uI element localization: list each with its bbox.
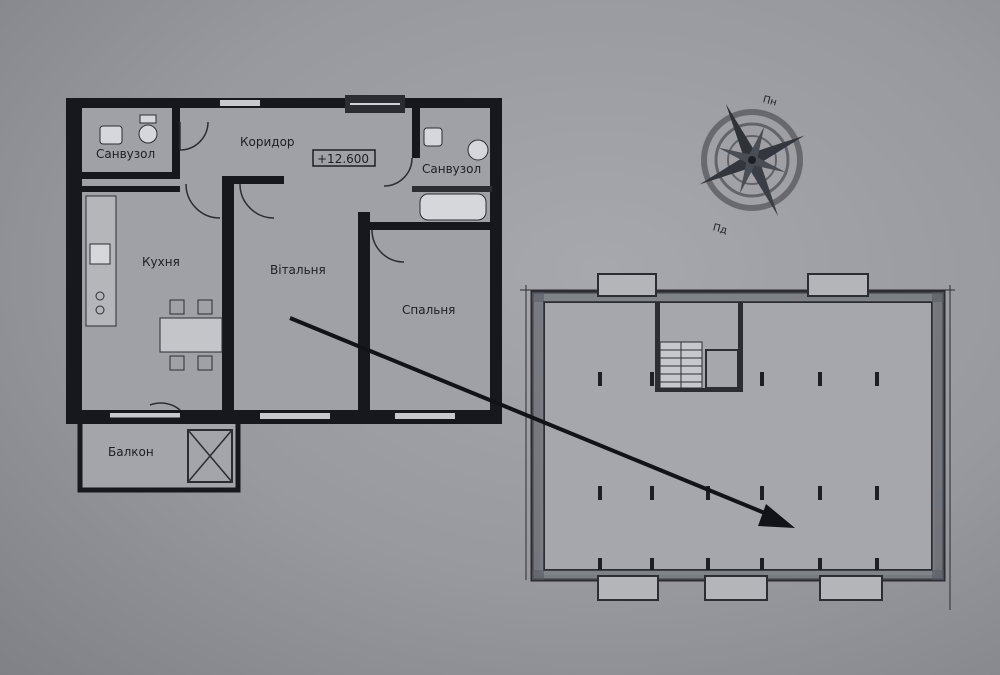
column-row-wall bbox=[598, 558, 879, 570]
bay-top-left bbox=[597, 273, 657, 297]
kitchen-sink bbox=[89, 243, 111, 265]
outer-wall-right bbox=[490, 98, 502, 420]
label-balcony: Балкон bbox=[108, 445, 154, 459]
dining-table bbox=[159, 317, 223, 353]
elevator-shaft bbox=[705, 349, 739, 389]
compass-needle-north bbox=[725, 103, 759, 163]
wall-corridor-bedroom bbox=[360, 222, 490, 230]
outer-wall-left bbox=[66, 98, 82, 420]
wall-living-bedroom bbox=[358, 212, 370, 412]
window-top-left bbox=[220, 100, 260, 106]
sink-right bbox=[423, 127, 443, 147]
door-balcony bbox=[149, 402, 181, 411]
building-floor-plan bbox=[520, 273, 955, 610]
wall-bath-right-side bbox=[412, 108, 420, 158]
wall-bath-right-bottom bbox=[412, 186, 492, 192]
column-row-lower bbox=[598, 486, 879, 500]
balcony-wall bbox=[77, 417, 241, 493]
compass-rose bbox=[699, 103, 805, 217]
balcony-shaft bbox=[187, 429, 233, 483]
label-bathroom-right: Санвузол bbox=[422, 162, 481, 176]
label-bedroom: Спальня bbox=[402, 303, 455, 317]
window-bottom-living bbox=[260, 413, 330, 419]
bay-bottom-left bbox=[597, 575, 659, 601]
wall-bath-left-side bbox=[172, 108, 180, 176]
wall-bath-left-bottom bbox=[82, 172, 180, 179]
location-arrow bbox=[289, 316, 795, 528]
chair bbox=[169, 299, 185, 315]
door-bedroom bbox=[371, 229, 405, 263]
bathtub-right bbox=[419, 193, 487, 221]
toilet-left bbox=[138, 124, 158, 144]
stove-burner bbox=[95, 291, 105, 301]
bay-bottom-right bbox=[819, 575, 883, 601]
label-kitchen: Кухня bbox=[142, 255, 180, 269]
bay-bottom-center bbox=[704, 575, 768, 601]
wall-kitchen-living bbox=[222, 180, 234, 412]
label-corridor: Коридор bbox=[240, 135, 295, 149]
compass-label-south: Пд bbox=[711, 222, 728, 236]
building-floor bbox=[540, 300, 935, 575]
elevation-box bbox=[312, 149, 376, 167]
arrow-head bbox=[758, 504, 795, 528]
window-bottom-bedroom bbox=[395, 413, 455, 419]
bay-top-right bbox=[807, 273, 869, 297]
wall-corridor-living bbox=[222, 176, 284, 184]
door-bath-right bbox=[383, 157, 413, 187]
window-bottom-kitchen bbox=[110, 413, 180, 419]
stair-core-wall-right bbox=[738, 302, 743, 392]
compass-label-north: Пн bbox=[761, 94, 777, 108]
apartment-floor bbox=[80, 100, 500, 418]
outer-wall-top bbox=[66, 98, 502, 108]
door-kitchen bbox=[185, 183, 221, 219]
compass-needle-south bbox=[745, 157, 779, 217]
column-row-upper bbox=[598, 372, 879, 386]
stair-core-wall-bottom bbox=[655, 388, 743, 392]
label-living-room: Вітальня bbox=[270, 263, 326, 277]
apartment-plan: Санвузол Коридор +12.600 Санвузол Кухня … bbox=[66, 95, 502, 493]
label-elevation: +12.600 bbox=[317, 152, 369, 166]
door-bath-left bbox=[179, 121, 209, 151]
wall-kitchen-top bbox=[82, 186, 180, 192]
stair-core-wall-left bbox=[655, 302, 660, 392]
toilet-right bbox=[467, 139, 489, 161]
door-living bbox=[239, 183, 275, 219]
label-bathroom-left: Санвузол bbox=[96, 147, 155, 161]
sink-left bbox=[99, 125, 123, 145]
